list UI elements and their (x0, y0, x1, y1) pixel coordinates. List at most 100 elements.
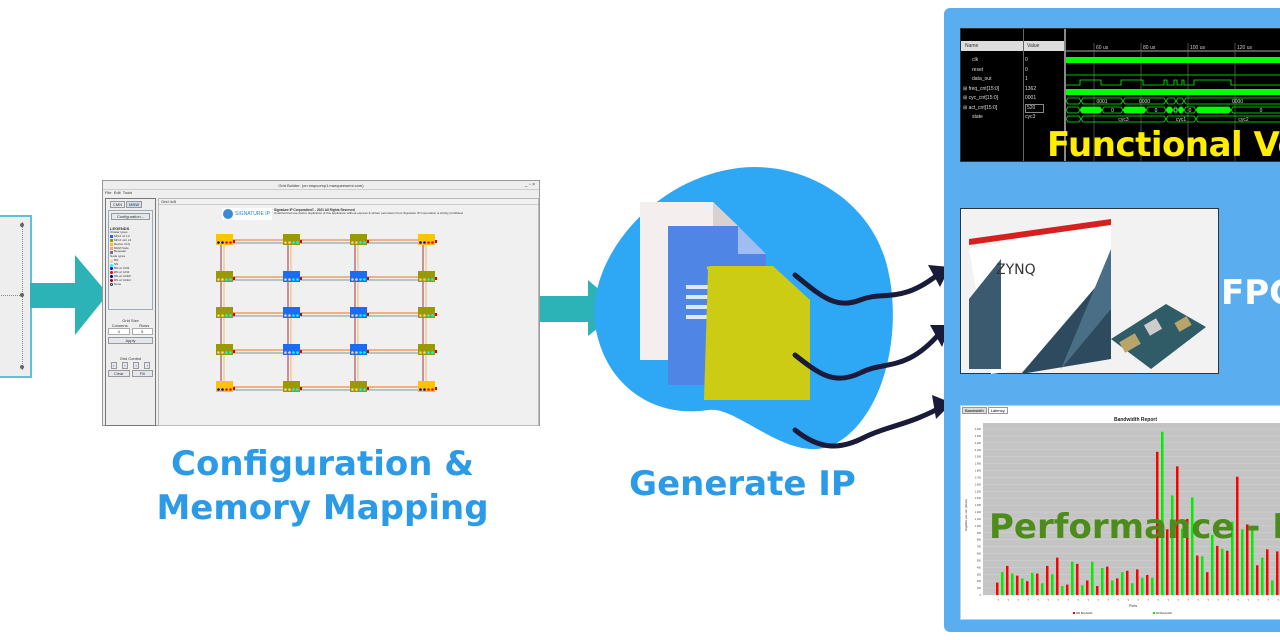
mesh-node (229, 314, 232, 317)
mesh-node (363, 351, 366, 354)
legend-item: RN (110, 258, 151, 263)
signal-row[interactable]: ⊞ act_cnt[15:0]520 (961, 103, 1064, 113)
legend-item: RN w/ AXI4 (110, 270, 151, 275)
mesh-node (292, 278, 295, 281)
bus-segment (1066, 106, 1081, 114)
bar-wr (1006, 565, 1009, 595)
mesh-node (296, 241, 299, 244)
bar-rd (1051, 574, 1054, 595)
x-axis-label: Ports (1129, 604, 1137, 608)
mesh-port (300, 240, 302, 243)
bus-value: cyc1 (1176, 117, 1187, 123)
mesh-port (233, 313, 235, 316)
signal-row[interactable]: ⊞ cyc_cnt[15:0]0001 (961, 94, 1064, 103)
bus-value: 0001 (1096, 99, 1107, 105)
legend-item: SN (110, 262, 151, 267)
columns-label: Columns (111, 323, 128, 328)
y-tick-label: 900 (977, 532, 982, 535)
tab-cmn[interactable]: CMN (110, 201, 126, 208)
x-tick-label: r1... (1247, 597, 1250, 601)
window-controls[interactable]: _ ▫ × (524, 182, 535, 188)
mesh-node (359, 314, 362, 317)
legend-item: MN-F w/ L3 (110, 234, 151, 239)
bar-rd (1031, 572, 1034, 595)
bar-wr (1146, 574, 1149, 595)
grid-arrow-controls[interactable]: ‹›‹› (108, 362, 153, 369)
signal-name: ⊞ act_cnt[15:0] (963, 104, 998, 111)
wavy-arrow-icon (792, 402, 948, 449)
x-tick-label: r1... (1017, 597, 1020, 601)
x-tick-label: r1... (1147, 597, 1150, 601)
mesh-cluster (350, 381, 367, 392)
fill-button[interactable]: Fill (131, 370, 153, 377)
mesh-port (367, 313, 369, 316)
mesh-node (229, 278, 232, 281)
tab-grid[interactable]: Grid 4x5 (159, 199, 538, 205)
mesh-node (355, 314, 358, 317)
apply-button[interactable]: Apply (108, 337, 153, 344)
y-tick-label: 1,200 (975, 511, 982, 514)
x-tick-label: r1... (1137, 597, 1140, 601)
menu-edit[interactable]: Edit (113, 190, 121, 195)
time-tick-label: 100 us (1190, 45, 1206, 51)
x-tick-label: r1... (1217, 597, 1220, 601)
legend-item: RN w/ ACE5 (110, 274, 151, 279)
clear-button[interactable]: Clear (108, 370, 130, 377)
side-panel: CMN MNW Configuration... LEGENDS Cluster… (105, 198, 156, 426)
x-tick-label: r1... (1087, 597, 1090, 601)
mesh-node (351, 388, 354, 391)
tab-mnw[interactable]: MNW (126, 201, 143, 208)
bar-rd (1181, 528, 1184, 595)
mesh-port (435, 277, 437, 280)
menu-tools[interactable]: Tools (122, 190, 133, 195)
bus-segment (1165, 97, 1177, 105)
bus-segment (1080, 115, 1167, 123)
configuration-button[interactable]: Configuration... (111, 213, 150, 220)
cluster-types-label: Cluster types (110, 230, 128, 234)
menu-bar: File Edit Tools (103, 190, 539, 197)
mesh-cluster (350, 344, 367, 355)
plot-area (983, 423, 1280, 595)
tab-bandwidth[interactable]: Bandwidth (962, 407, 987, 414)
mesh-cluster (216, 234, 233, 245)
tab-latency[interactable]: Latency (987, 407, 1008, 414)
legend-label: RD Bandwidth (1156, 612, 1173, 615)
menu-file[interactable]: File (105, 190, 112, 195)
bar-wr (1226, 550, 1229, 595)
mesh-port (233, 387, 235, 390)
mesh-node (225, 314, 228, 317)
columns-input[interactable]: 4 (108, 328, 130, 335)
bar-wr (1136, 569, 1139, 595)
time-tick-label: 80 us (1143, 45, 1156, 51)
bus-value: 0 (1260, 108, 1263, 114)
rows-input[interactable]: 5 (131, 328, 153, 335)
mesh-node (431, 241, 434, 244)
mesh-node (225, 351, 228, 354)
legend-swatch (110, 235, 113, 239)
mesh-node (288, 314, 291, 317)
x-tick-label: r1... (1107, 597, 1110, 601)
y-tick-label: 600 (977, 553, 982, 556)
mesh-node (292, 314, 295, 317)
bus-segment (1165, 106, 1174, 114)
bus-segment (1183, 97, 1280, 105)
bar-rd (1111, 580, 1114, 595)
signal-name: data_out (972, 76, 992, 82)
bar-rd (1211, 534, 1214, 595)
functional-verification-label: Functional Ve (1047, 125, 1280, 162)
x-tick-label: r1... (1187, 597, 1190, 601)
bar-wr (1236, 476, 1239, 595)
mesh-node (296, 388, 299, 391)
grid-canvas: Grid 4x5 SIGNATURE IP Signature IP Corpo… (158, 198, 539, 426)
x-tick-label: r1... (1257, 597, 1260, 601)
signal-row[interactable]: ⊞ freq_cnt[15:0]1362 (961, 85, 1064, 94)
bar-rd (1091, 561, 1094, 595)
copyright-text: Signature IP Corporation© - 2021 All Rig… (274, 208, 355, 212)
mesh-cluster (418, 381, 435, 392)
x-tick-label: r1... (1127, 597, 1130, 601)
mesh-node (359, 351, 362, 354)
